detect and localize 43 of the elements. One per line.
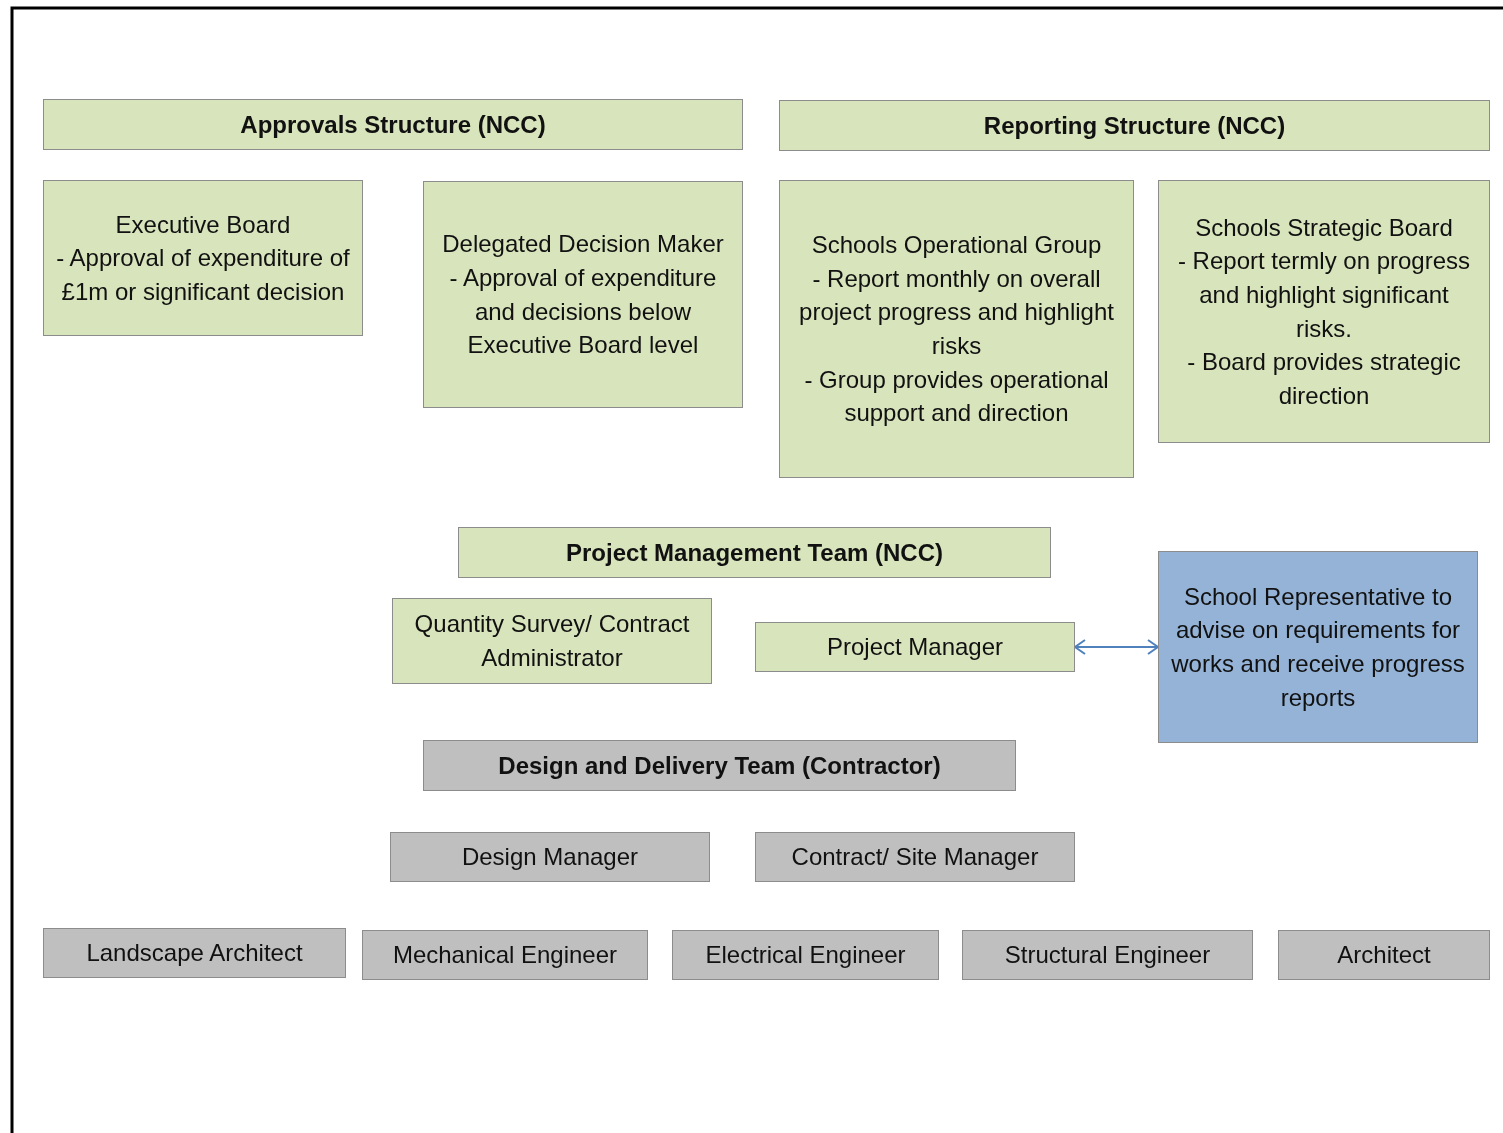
box-text: Quantity Survey/ Contract Administrator: [413, 609, 691, 673]
box-text: Delegated Decision Maker: [442, 229, 724, 260]
box-text: Landscape Architect: [86, 938, 303, 969]
box-text: Project Management Team (NCC): [566, 537, 943, 568]
box-text: - Report monthly on overall project progress and highlight risks: [798, 263, 1115, 361]
box-text: Electrical Engineer: [705, 940, 906, 971]
role-box: [423, 181, 743, 408]
box-text: - Approval of expenditure of £1m or significant decision: [55, 243, 351, 307]
box-text: Executive Board: [115, 209, 291, 240]
box-text: School Representative to advise on requirements for works and receive progress reports: [1170, 581, 1466, 713]
role-box: [392, 598, 712, 684]
box-text: Design Manager: [461, 842, 639, 873]
box-text: Schools Operational Group: [811, 230, 1102, 261]
role-box: [43, 928, 346, 978]
box-text: - Board provides strategic direction: [1186, 347, 1462, 411]
heading-box: [43, 99, 743, 150]
role-box: [962, 930, 1253, 980]
box-text: Architect: [1337, 940, 1431, 971]
role-box: [43, 180, 363, 336]
role-box: [672, 930, 939, 980]
heading-box: [423, 740, 1016, 791]
box-text: Design and Delivery Team (Contractor): [498, 750, 941, 781]
box-text: Approvals Structure (NCC): [240, 109, 546, 140]
role-box: [390, 832, 710, 882]
box-text: Reporting Structure (NCC): [983, 110, 1286, 141]
box-text: - Report termly on progress and highlight significant risks.: [1176, 246, 1472, 344]
box-text: Schools Strategic Board: [1195, 212, 1453, 243]
role-box: [755, 832, 1075, 882]
box-text: Project Manager: [826, 632, 1004, 663]
role-box: [1278, 930, 1490, 980]
box-text: Contract/ Site Manager: [791, 842, 1039, 873]
role-box: [362, 930, 648, 980]
role-box: [1158, 551, 1478, 743]
role-box: [755, 622, 1075, 672]
role-box: [1158, 180, 1490, 443]
role-box: [779, 180, 1134, 478]
heading-box: [779, 100, 1490, 151]
double-arrow: [1074, 639, 1159, 655]
box-text: - Approval of expenditure and decisions below Executive Board level: [448, 262, 718, 361]
box-text: - Group provides operational support and direction: [803, 364, 1110, 429]
box-text: Structural Engineer: [1004, 940, 1211, 971]
heading-box: [458, 527, 1051, 578]
box-text: Mechanical Engineer: [392, 940, 618, 971]
